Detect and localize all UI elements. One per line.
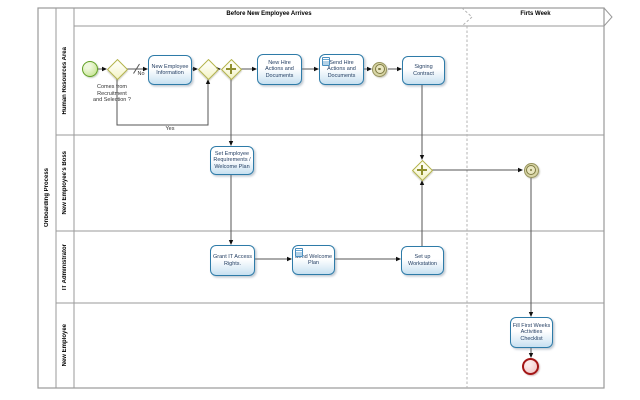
timer-icon bbox=[526, 165, 536, 175]
arrowhead bbox=[518, 167, 523, 173]
task-fill-first-weeks-activities-checklist[interactable]: Fill First Weeks Activities Checklist bbox=[510, 317, 553, 348]
arrowhead bbox=[314, 66, 319, 72]
arrowhead bbox=[102, 66, 107, 72]
arrowhead bbox=[419, 155, 425, 160]
task-label: Grant IT Access Rights. bbox=[212, 254, 253, 267]
arrowhead bbox=[193, 66, 198, 72]
no-label: No bbox=[137, 71, 145, 77]
script-icon bbox=[295, 248, 303, 257]
arrowhead bbox=[419, 180, 425, 185]
arrowhead bbox=[228, 141, 234, 146]
lane-name-text: Human Resources Area bbox=[62, 46, 68, 115]
intermediate-timer-event-2[interactable] bbox=[523, 162, 539, 178]
flow-yes-loop bbox=[116, 79, 209, 126]
gateway-exclusive-1[interactable] bbox=[106, 58, 129, 81]
pool-border bbox=[37, 7, 605, 389]
task-label: New Employee Information bbox=[151, 63, 189, 76]
task-label: Set up Workstation bbox=[408, 254, 437, 267]
timer-icon bbox=[374, 64, 385, 74]
lane-name-human-resources-area: Human Resources Area bbox=[56, 26, 74, 135]
task-new-employee-information[interactable]: New Employee Information bbox=[148, 55, 192, 85]
arrowhead bbox=[397, 66, 402, 72]
lane-name-text: New Employee bbox=[62, 324, 68, 367]
task-label: Signing Contract bbox=[413, 64, 434, 77]
task-set-up-workstation[interactable]: Set up Workstation bbox=[401, 246, 444, 275]
arrowhead bbox=[367, 66, 372, 72]
task-new-hire-actions-and-documents[interactable]: New Hire Actions and Documents bbox=[257, 54, 302, 85]
task-label: Send Welcome Plan bbox=[294, 253, 333, 266]
gateway-question-label: Comes from Recruitment and Selection ? bbox=[93, 84, 131, 104]
task-label: Fill First Weeks Activities Checklist bbox=[512, 322, 551, 342]
arrowhead bbox=[396, 256, 401, 262]
gateway-parallel-2[interactable] bbox=[411, 159, 434, 182]
default-flow-slash bbox=[133, 63, 140, 74]
diamond-shape bbox=[106, 58, 129, 81]
gateway-exclusive-2[interactable] bbox=[197, 58, 220, 81]
arrowhead bbox=[528, 312, 534, 317]
arrowhead bbox=[287, 256, 292, 262]
task-grant-it-access-rights[interactable]: Grant IT Access Rights. bbox=[210, 245, 255, 276]
intermediate-timer-event-1[interactable] bbox=[372, 61, 387, 77]
plus-marker bbox=[229, 64, 233, 74]
lane-name-text: New Employee's Boss bbox=[62, 151, 68, 215]
lane-name-new-employees-boss: New Employee's Boss bbox=[56, 135, 74, 231]
task-label: New Hire Actions and Documents bbox=[265, 59, 294, 79]
task-send-hire-actions-and-documents[interactable]: Send Hire Actions and Documents bbox=[319, 54, 364, 85]
arrowhead bbox=[205, 79, 211, 84]
arrowhead bbox=[143, 66, 148, 72]
pool-name: Onboarding Process bbox=[38, 8, 56, 388]
lane-name-new-employee: New Employee bbox=[56, 303, 74, 388]
task-label: Send Hire Actions and Documents bbox=[327, 59, 356, 79]
phase-label-before-new-employee-arrives: Before New Employee Arrives bbox=[226, 11, 312, 17]
plus-marker bbox=[420, 165, 424, 175]
task-label: Set Employee Requirements / Welcome Plan bbox=[213, 150, 251, 170]
start-event[interactable] bbox=[82, 61, 98, 77]
gateway-parallel-1[interactable] bbox=[220, 58, 243, 81]
diamond-shape bbox=[197, 58, 220, 81]
lane-name-it-administrator: IT Administrator bbox=[56, 231, 74, 303]
arrowhead bbox=[528, 353, 534, 358]
task-signing-contract[interactable]: Signing Contract bbox=[402, 56, 445, 85]
lane-name-text: IT Administrator bbox=[62, 243, 68, 291]
pool-name-text: Onboarding Process bbox=[44, 168, 50, 228]
yes-label: Yes bbox=[165, 126, 175, 132]
task-send-welcome-plan[interactable]: Send Welcome Plan bbox=[292, 245, 335, 275]
end-event[interactable] bbox=[522, 358, 539, 375]
task-set-employee-requirements-welcome-plan[interactable]: Set Employee Requirements / Welcome Plan bbox=[210, 146, 254, 175]
arrowhead bbox=[252, 66, 257, 72]
arrowhead bbox=[228, 240, 234, 245]
milestone-right-chevron bbox=[603, 7, 613, 27]
phase-label-firts-week: Firts Week bbox=[520, 11, 551, 17]
script-icon bbox=[322, 57, 330, 66]
